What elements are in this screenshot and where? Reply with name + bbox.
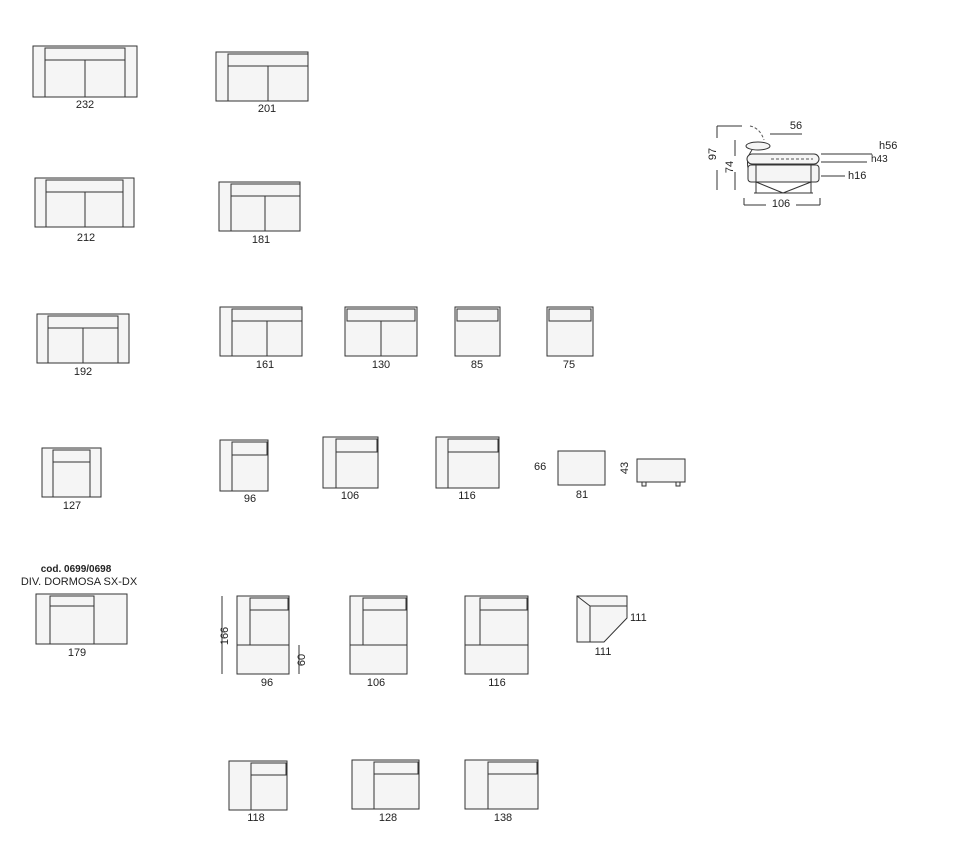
module-130 [344,306,418,357]
end-chaise-128 [351,759,420,810]
chaise-longue-106 [349,595,408,675]
width-label-201: 201 [257,103,277,115]
end-module-106 [322,436,379,489]
side-h74-label: 74 [724,160,737,174]
pouf-top-view [557,450,606,486]
pouf-side-view [636,458,686,487]
sofa-181 [218,181,301,232]
width-label-116: 116 [458,490,476,502]
end-chaise-138 [464,759,539,810]
chaise-seat-depth-label: 60 [296,653,309,667]
width-label-161: 161 [255,359,275,371]
side-h43-label: h43 [871,154,888,165]
module-161 [219,306,303,357]
sofa-bed-179 [35,593,128,645]
sofa-bed-name: DIV. DORMOSA SX-DX [20,576,138,588]
corner-side-a-label: 111 [630,612,647,624]
pouf-width-label: 81 [575,489,589,501]
width-label-181: 181 [251,234,271,246]
chaise-width-label-106: 106 [366,677,386,689]
width-label-179: 179 [67,647,87,659]
side-h16-label: h16 [848,170,867,182]
width-label-118: 118 [247,812,265,824]
side-profile-view [716,125,872,206]
end-module-116 [435,436,500,489]
width-label-212: 212 [76,232,96,244]
pouf-height-label: 43 [619,461,632,475]
sofa-201 [215,51,309,102]
width-label-127: 127 [62,500,82,512]
width-label-75: 75 [562,359,576,371]
side-h56-label: h56 [879,140,898,152]
chaise-longue-96 [221,595,300,675]
width-label-192: 192 [73,366,93,378]
pouf-depth-label: 66 [534,461,547,473]
width-label-96: 96 [243,493,257,505]
end-chaise-118 [228,760,288,811]
sofa-192 [36,313,130,364]
side-h97-label: 97 [707,147,720,161]
width-label-138: 138 [493,812,513,824]
sofa-232 [32,45,138,98]
chaise-width-label-116: 116 [488,677,506,689]
end-module-96 [219,439,269,492]
corner-module-111 [576,595,628,643]
width-label-232: 232 [75,99,95,111]
side-total-depth-label: 106 [771,198,791,210]
chaise-depth-label: 166 [219,626,232,646]
chaise-longue-116 [464,595,529,675]
width-label-130: 130 [371,359,391,371]
corner-side-b-label: 111 [594,646,612,658]
module-75 [546,306,594,357]
side-seat-depth-label: 56 [789,120,803,132]
sofa-212 [34,177,135,228]
width-label-106: 106 [340,490,360,502]
width-label-128: 128 [378,812,398,824]
chaise-width-label-96: 96 [260,677,274,689]
module-85 [454,306,501,357]
width-label-85: 85 [470,359,484,371]
sofa-bed-code: cod. 0699/0698 [40,564,112,575]
armchair-127 [41,447,102,498]
